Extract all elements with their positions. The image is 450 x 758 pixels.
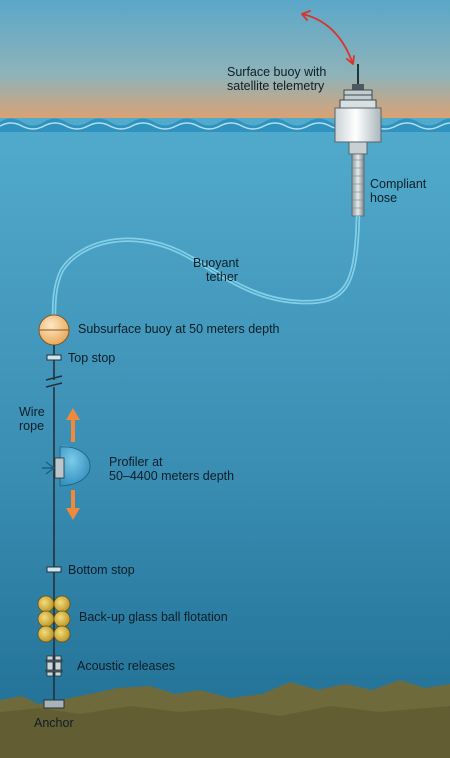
telemetry-arrow [301, 10, 355, 65]
label-profiler-line2: 50–4400 meters depth [109, 469, 235, 483]
surface-buoy [334, 64, 382, 155]
anchor [43, 676, 65, 709]
sky [0, 0, 450, 122]
label-top-stop: Top stop [68, 351, 116, 365]
acoustic-releases [45, 655, 63, 677]
bottom-stop [46, 566, 62, 573]
label-buoyant-tether-line1: Buoyant [193, 256, 239, 270]
label-surface-buoy-line1: Surface buoy with [227, 65, 327, 79]
label-compliant-hose: Compliant hose [370, 177, 426, 205]
top-stop [46, 354, 62, 361]
label-anchor: Anchor [34, 716, 74, 730]
label-compliant-hose-line1: Compliant [370, 177, 427, 191]
label-bottom-stop: Bottom stop [68, 563, 135, 577]
subsurface-buoy [38, 314, 70, 346]
label-buoyant-tether: Buoyant tether [193, 256, 239, 284]
label-profiler-line1: Profiler at [109, 455, 163, 469]
label-wire-rope-line1: Wire [19, 405, 45, 419]
ocean [0, 118, 450, 758]
label-surface-buoy: Surface buoy with satellite telemetry [227, 65, 326, 93]
label-buoyant-tether-line2: tether [206, 270, 238, 284]
label-profiler: Profiler at 50–4400 meters depth [109, 455, 234, 483]
label-wire-rope: Wire rope [19, 405, 45, 433]
label-acoustic-releases: Acoustic releases [77, 659, 175, 673]
label-flotation: Back-up glass ball flotation [79, 610, 228, 624]
glass-ball-flotation [37, 595, 71, 643]
label-subsurface-buoy: Subsurface buoy at 50 meters depth [78, 322, 280, 336]
label-compliant-hose-line2: hose [370, 191, 398, 205]
profiler [42, 445, 91, 487]
wire-break-mark [45, 375, 63, 388]
label-wire-rope-line2: rope [19, 419, 45, 433]
compliant-hose [351, 153, 365, 217]
label-surface-buoy-line2: satellite telemetry [227, 79, 325, 93]
profiler-motion-arrows [66, 408, 80, 520]
